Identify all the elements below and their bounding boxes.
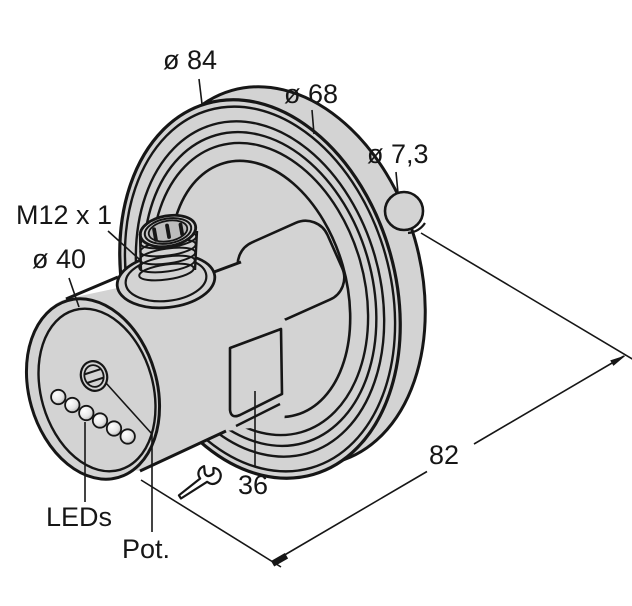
dimension-line-a (473, 355, 625, 445)
led-dot (105, 420, 123, 437)
leader-lines (68, 78, 399, 532)
potentiometer-screw (79, 360, 109, 392)
connector-socket (138, 213, 198, 249)
leader-dia73 (395, 171, 399, 194)
sensor-body (24, 260, 292, 481)
led-row (50, 388, 136, 445)
extension-line-face (140, 479, 282, 568)
led-dot (64, 396, 81, 414)
callout-label-potentiometer: Pot. (122, 534, 171, 564)
dimension-line-b (275, 470, 428, 561)
leader-dia40 (68, 277, 80, 308)
m12-connector (115, 213, 217, 310)
arrowhead-left (271, 553, 289, 567)
dim-label-pin-diameter: ø 7,3 (367, 139, 429, 169)
dimension-82 (140, 232, 632, 568)
arrowhead-right (610, 355, 626, 366)
dim-label-overall-depth: 82 (429, 440, 460, 470)
dim-label-body-diameter: ø 40 (32, 244, 87, 274)
dim-label-wrench-size: 36 (238, 470, 269, 500)
callout-label-leds: LEDs (46, 502, 113, 532)
extension-line-pin (420, 232, 632, 360)
wrench-flat (228, 327, 284, 428)
led-dot (91, 412, 109, 429)
led-dot (78, 404, 95, 422)
leader-dia68 (311, 109, 315, 135)
dim-label-flange-groove-diameter: ø 68 (284, 79, 339, 109)
leader-pot (105, 382, 153, 532)
leader-m12 (107, 230, 140, 260)
wrench-icon (177, 465, 222, 500)
pin-cap-edge (407, 222, 426, 235)
dim-label-flange-outer-diameter: ø 84 (163, 45, 218, 75)
reference-pin (383, 190, 425, 232)
dim-label-connector-thread: M12 x 1 (16, 200, 113, 230)
led-dot (119, 428, 136, 445)
leader-dia84 (198, 78, 203, 105)
led-dot (50, 388, 67, 406)
